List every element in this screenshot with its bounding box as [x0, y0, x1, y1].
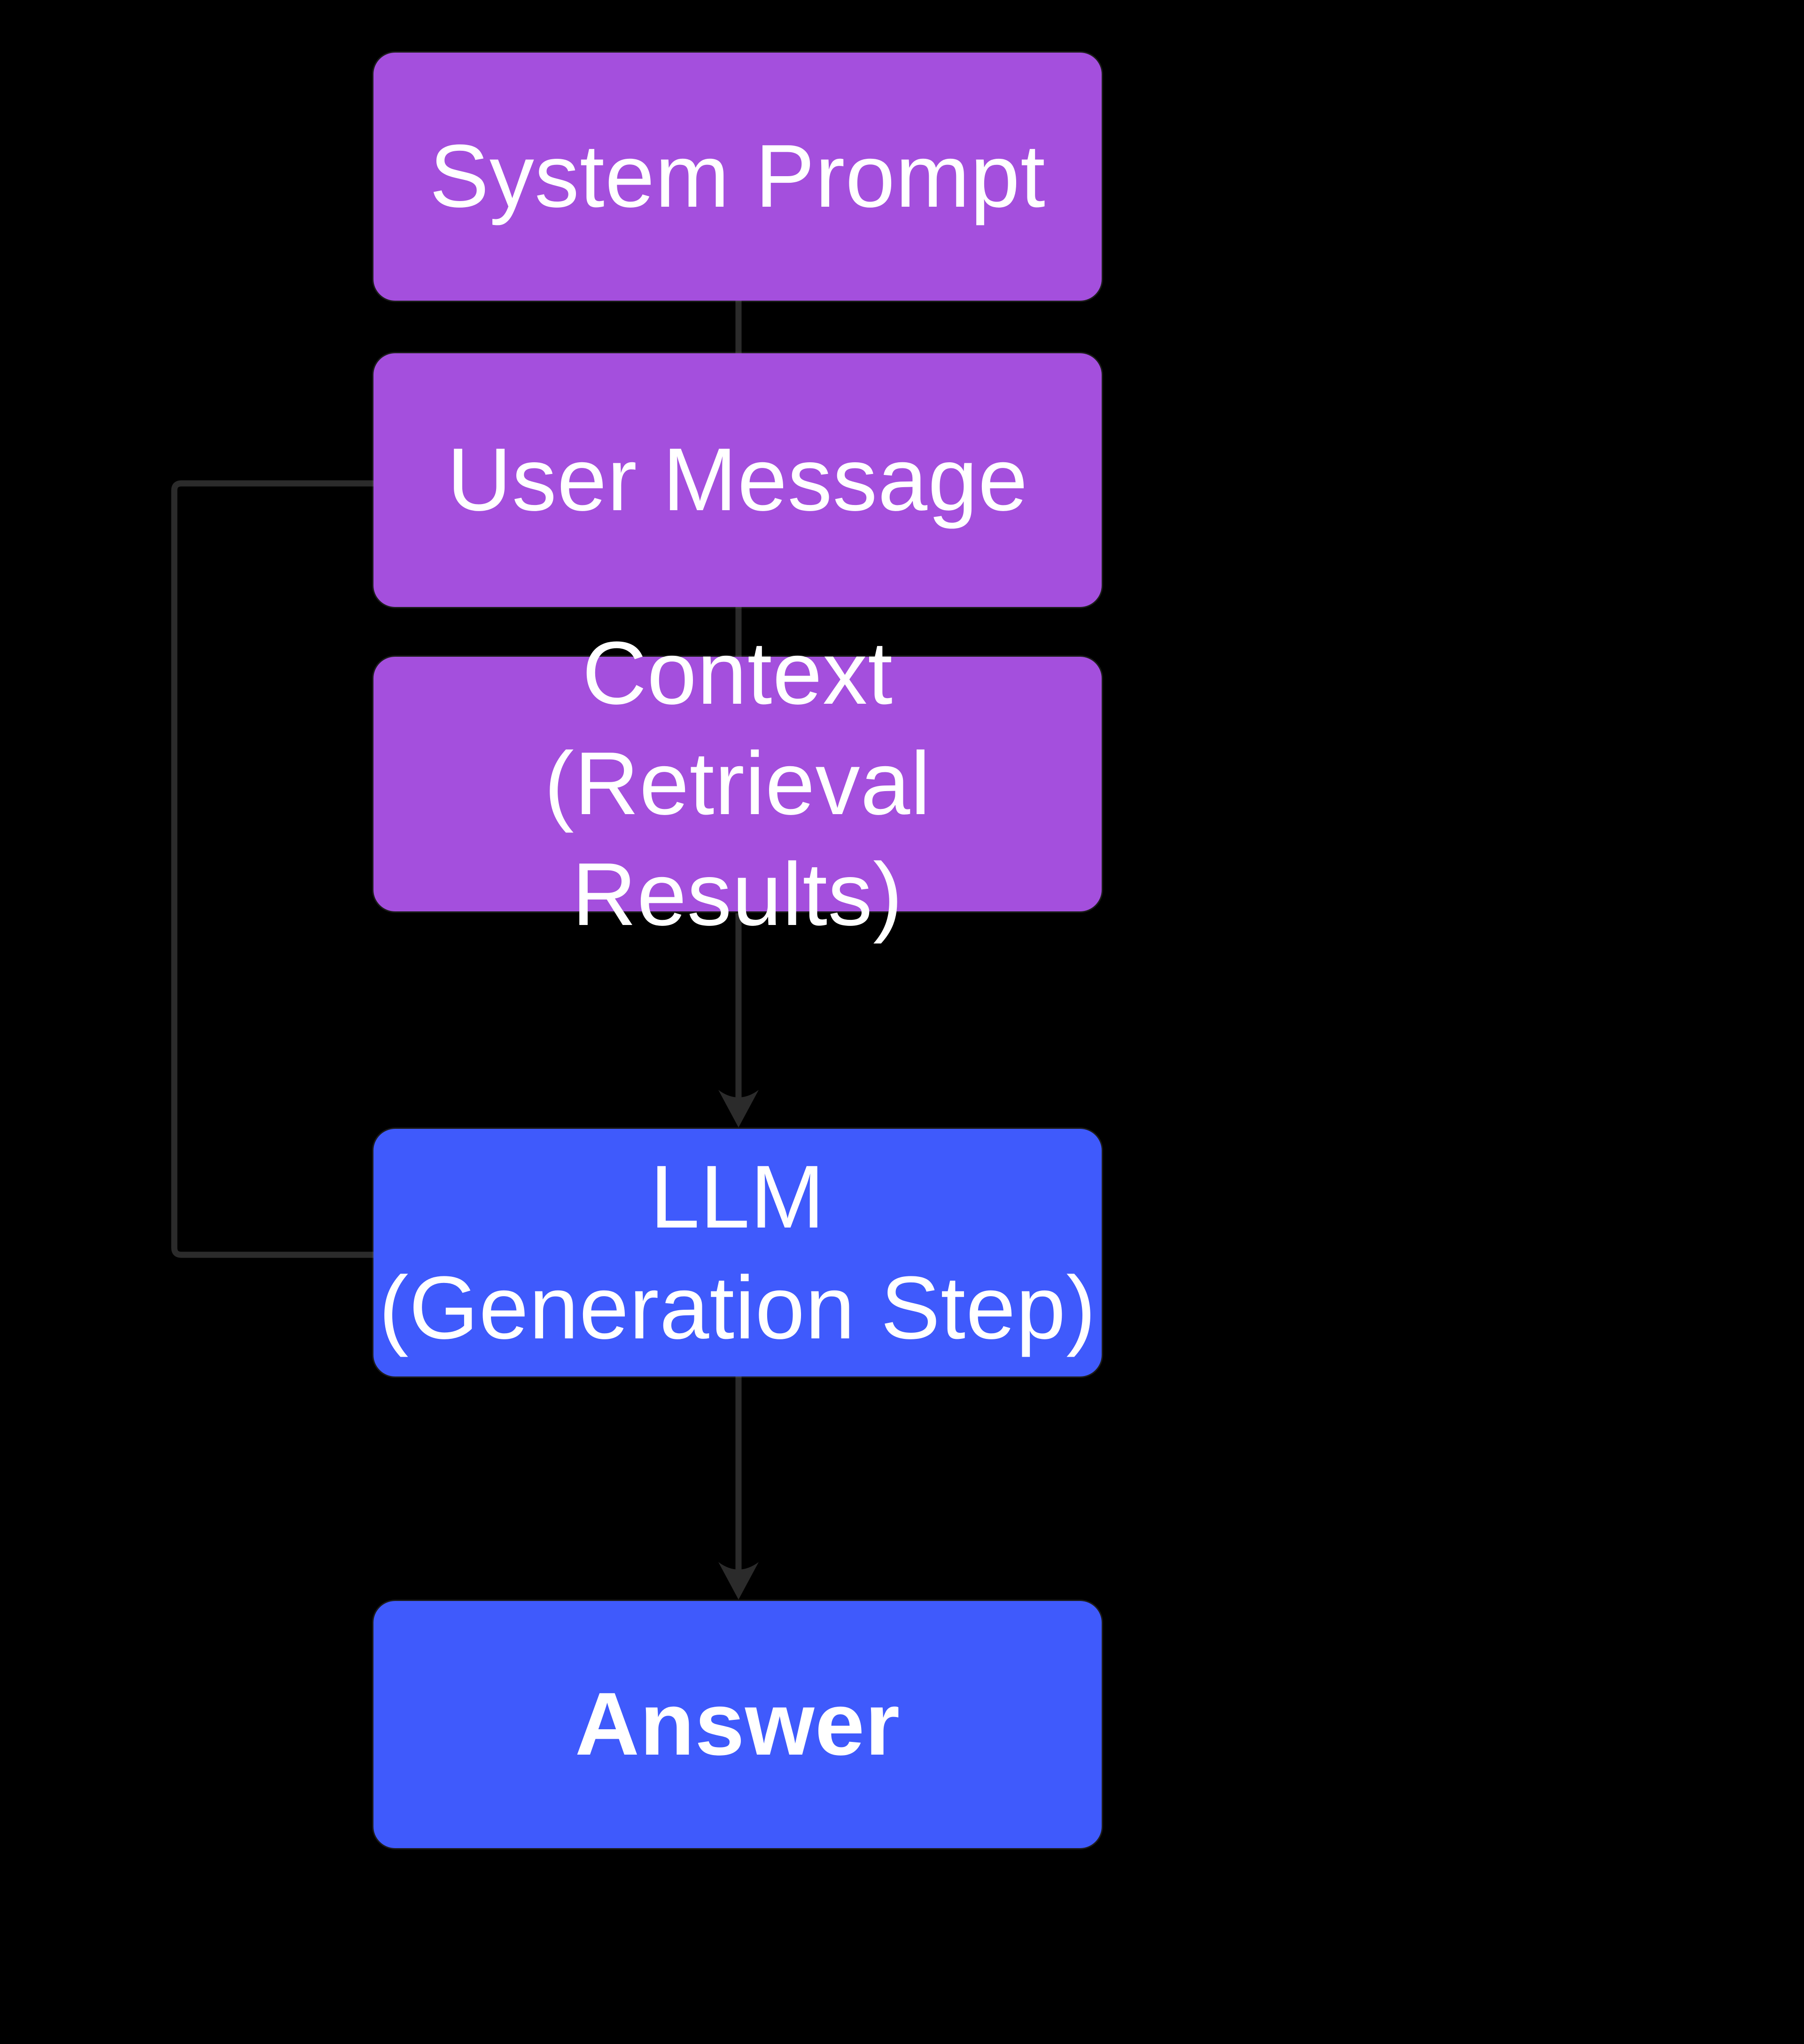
node-llm: LLM (Generation Step) [373, 1129, 1102, 1376]
node-system-prompt: System Prompt [373, 53, 1102, 301]
connector-user-message-to-llm-bypass [171, 480, 373, 1258]
node-llm-label-line2: (Generation Step) [379, 1258, 1096, 1358]
node-answer: Answer [373, 1601, 1102, 1848]
node-user-message-label: User Message [447, 430, 1028, 530]
node-context-label: Context [582, 623, 893, 723]
arrow-down-icon-context-to-llm [718, 1090, 759, 1127]
node-answer-label: Answer [575, 1674, 901, 1774]
node-context: Context (Retrieval Results) [373, 623, 1102, 944]
node-llm-label: LLM [650, 1147, 825, 1247]
node-user-message: User Message [373, 353, 1102, 607]
arrow-down-icon-llm-to-answer [718, 1562, 759, 1600]
node-system-prompt-label: System Prompt [429, 126, 1046, 226]
node-context-label-line2: (Retrieval Results) [544, 734, 931, 944]
